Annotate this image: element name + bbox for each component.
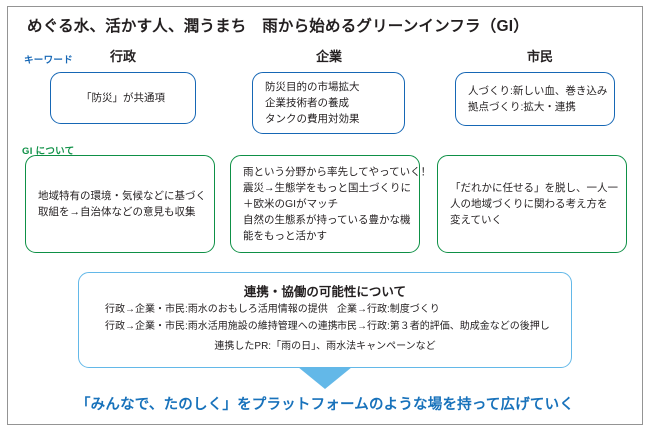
collaboration-footer: 連携したPR:「雨の日」、雨水法キャンペーンなど — [214, 341, 436, 352]
down-arrow-icon — [298, 367, 352, 389]
keyword-box-citizens: 人づくり:新しい血、巻き込み 拠点づくり:拡大・連携 — [455, 72, 615, 126]
gi-line: 「だれかに任せる」を脱し、一人一 — [450, 182, 618, 194]
gi-line: 取組を→自治体などの意見も収集 — [38, 206, 196, 218]
keyword-line: 企業技術者の養成 — [265, 97, 349, 109]
conclusion-text: 「みんなで、たのしく」をプラットフォームのような場を持って広げていく — [75, 397, 575, 413]
collaboration-cell-left: 行政→企業・市民:雨水活用施設の維持管理への連携 — [105, 321, 338, 332]
collaboration-cell-right: 企業→行政:制度づくり — [337, 304, 440, 315]
collaboration-panel: 連携・協働の可能性について 行政→企業・市民:雨水のおもしろ活用情報の提供 企業… — [78, 272, 572, 368]
collaboration-cell-left: 行政→企業・市民:雨水のおもしろ活用情報の提供 — [105, 304, 328, 315]
column-header-citizens: 市民 — [526, 49, 553, 64]
gi-line: 震災→生態学をもっと国土づくりに — [243, 182, 411, 194]
keyword-line: 「防災」が共通項 — [81, 92, 165, 104]
collaboration-row: 行政→企業・市民:雨水活用施設の維持管理への連携 市民→行政:第３者的評価、助成… — [79, 319, 571, 334]
gi-line: 変えていく — [450, 214, 502, 226]
collaboration-cell-right: 市民→行政:第３者的評価、助成金などの後押し — [337, 321, 550, 332]
collaboration-row: 行政→企業・市民:雨水のおもしろ活用情報の提供 企業→行政:制度づくり — [79, 302, 571, 317]
keyword-line: タンクの費用対効果 — [265, 113, 360, 125]
keyword-line: 拠点づくり:拡大・連携 — [468, 101, 576, 113]
page-title: めぐる水、活かす人、潤うまち 雨から始めるグリーンインフラ（GI） — [27, 18, 529, 35]
gi-box-citizens: 「だれかに任せる」を脱し、一人一 人の地域づくりに関わる考え方を 変えていく — [437, 155, 627, 253]
keyword-box-business: 防災目的の市場拡大 企業技術者の養成 タンクの費用対効果 — [252, 72, 405, 134]
column-header-business: 企業 — [315, 49, 342, 64]
collaboration-title: 連携・協働の可能性について — [243, 285, 407, 299]
column-header-government: 行政 — [109, 49, 136, 64]
gi-line: 地域特有の環境・気候などに基づく — [38, 190, 206, 202]
gi-line: 自然の生態系が持っている豊かな機 — [243, 214, 411, 226]
gi-box-government: 地域特有の環境・気候などに基づく 取組を→自治体などの意見も収集 — [25, 155, 215, 253]
section-label-gi: GI について — [22, 146, 75, 157]
collaboration-footer-row: 連携したPR:「雨の日」、雨水法キャンペーンなど — [79, 339, 571, 354]
gi-line: 雨という分野から率先してやっていく！ — [243, 166, 432, 178]
keyword-box-government: 「防災」が共通項 — [50, 72, 196, 124]
keyword-line: 防災目的の市場拡大 — [265, 81, 360, 93]
gi-box-business: 雨という分野から率先してやっていく！ 震災→生態学をもっと国土づくりに ＋欧米の… — [230, 155, 432, 253]
section-label-keyword: キーワード — [24, 55, 74, 66]
gi-line: 人の地域づくりに関わる考え方を — [450, 198, 608, 210]
keyword-line: 人づくり:新しい血、巻き込み — [468, 85, 608, 97]
gi-line: 能をもっと活かす — [243, 230, 327, 242]
gi-line: ＋欧米のGIがマッチ — [243, 198, 339, 210]
